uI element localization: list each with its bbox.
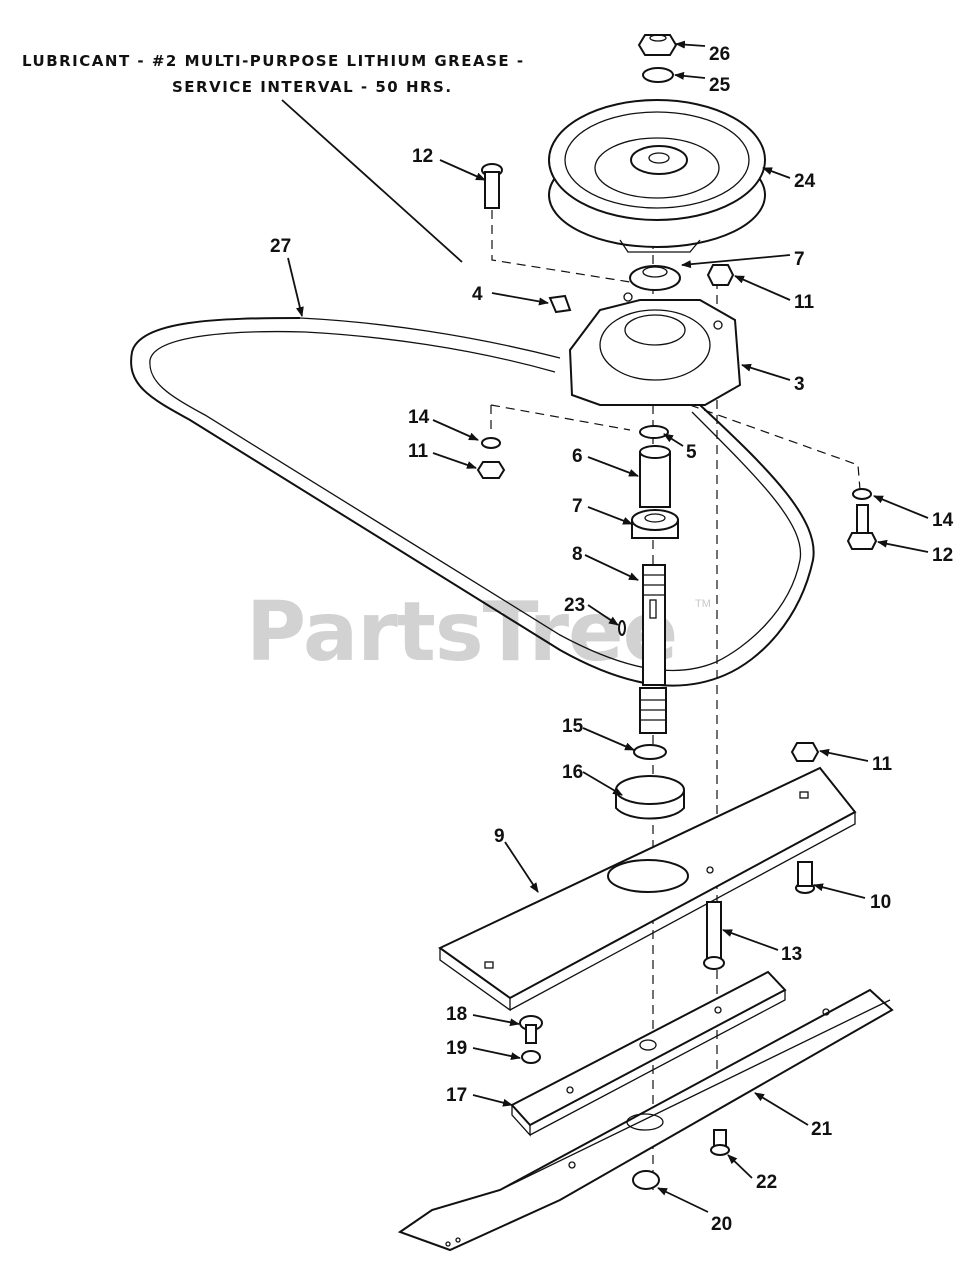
grease-fitting-4 <box>548 294 572 314</box>
callout-22: 22 <box>756 1172 777 1193</box>
callout-14-left: 14 <box>408 407 430 428</box>
mounting-plate-9 <box>438 766 857 1012</box>
bolt-right-axis-line <box>689 404 861 491</box>
watermark-text: PartsTree <box>246 585 678 680</box>
nut-26 <box>637 34 678 56</box>
callout-16: 16 <box>562 762 583 783</box>
callout-21: 21 <box>811 1119 833 1140</box>
callout-arrows <box>287 40 929 1213</box>
belt-27 <box>130 317 815 687</box>
lubricant-leader-line <box>281 99 463 263</box>
lubricant-note-line-2: SERVICE INTERVAL - 50 HRS. <box>172 78 453 96</box>
callout-27: 27 <box>270 236 291 257</box>
callout-5: 5 <box>686 442 697 463</box>
callout-23: 23 <box>564 595 585 616</box>
pulley-24 <box>548 99 766 253</box>
watermark-trademark: TM <box>695 598 711 610</box>
callout-12-top: 12 <box>412 146 433 167</box>
callout-9: 9 <box>494 826 505 847</box>
callout-14-right: 14 <box>932 510 954 531</box>
callout-26: 26 <box>709 44 730 65</box>
nut-11-left <box>476 461 506 479</box>
callout-13: 13 <box>781 944 802 965</box>
callout-6: 6 <box>572 446 583 467</box>
bolt-18 <box>519 1015 543 1044</box>
ring-5 <box>639 425 669 439</box>
shaft-8 <box>639 564 667 734</box>
washer-15 <box>633 744 667 760</box>
callout-3: 3 <box>794 374 805 395</box>
nut-11-top <box>706 264 735 286</box>
callout-25: 25 <box>709 75 731 96</box>
key-23 <box>618 620 626 636</box>
washer-14-left <box>481 437 501 449</box>
bearing-7-top <box>629 265 681 291</box>
spacer-6 <box>639 445 671 508</box>
callout-4: 4 <box>472 284 483 305</box>
callout-17: 17 <box>446 1085 467 1106</box>
spindle-housing-3 <box>568 292 742 406</box>
callout-8: 8 <box>572 544 583 565</box>
nut-11-right <box>790 742 820 762</box>
cup-16 <box>615 775 685 820</box>
blade-21 <box>397 988 894 1252</box>
callout-7-top: 7 <box>794 249 805 270</box>
washer-20 <box>632 1170 660 1190</box>
bolt-13 <box>703 901 725 970</box>
callout-24: 24 <box>794 171 816 192</box>
callout-11-left: 11 <box>408 441 429 462</box>
callout-11-top: 11 <box>794 292 815 313</box>
callout-11-right: 11 <box>872 754 893 775</box>
bearing-7-lower <box>631 509 679 539</box>
callout-10: 10 <box>870 892 891 913</box>
washer-14-right <box>852 488 872 500</box>
callout-7-lower: 7 <box>572 496 583 517</box>
callout-12-right: 12 <box>932 545 953 566</box>
bolt-22 <box>710 1129 730 1156</box>
callout-19: 19 <box>446 1038 467 1059</box>
bolt-12-top <box>481 163 503 209</box>
lubricant-note-line-1: LUBRICANT - #2 MULTI-PURPOSE LITHIUM GRE… <box>22 52 525 70</box>
callout-15: 15 <box>562 716 584 737</box>
bolt-10 <box>795 861 815 894</box>
callout-18: 18 <box>446 1004 467 1025</box>
bolt-12-axis-line <box>491 210 631 283</box>
bolt-12-right <box>846 504 878 550</box>
adapter-17 <box>510 970 787 1137</box>
callout-20: 20 <box>711 1214 732 1235</box>
bolt-11-14-axis-line <box>490 404 631 431</box>
nut-19 <box>521 1050 541 1064</box>
washer-25 <box>642 67 674 83</box>
